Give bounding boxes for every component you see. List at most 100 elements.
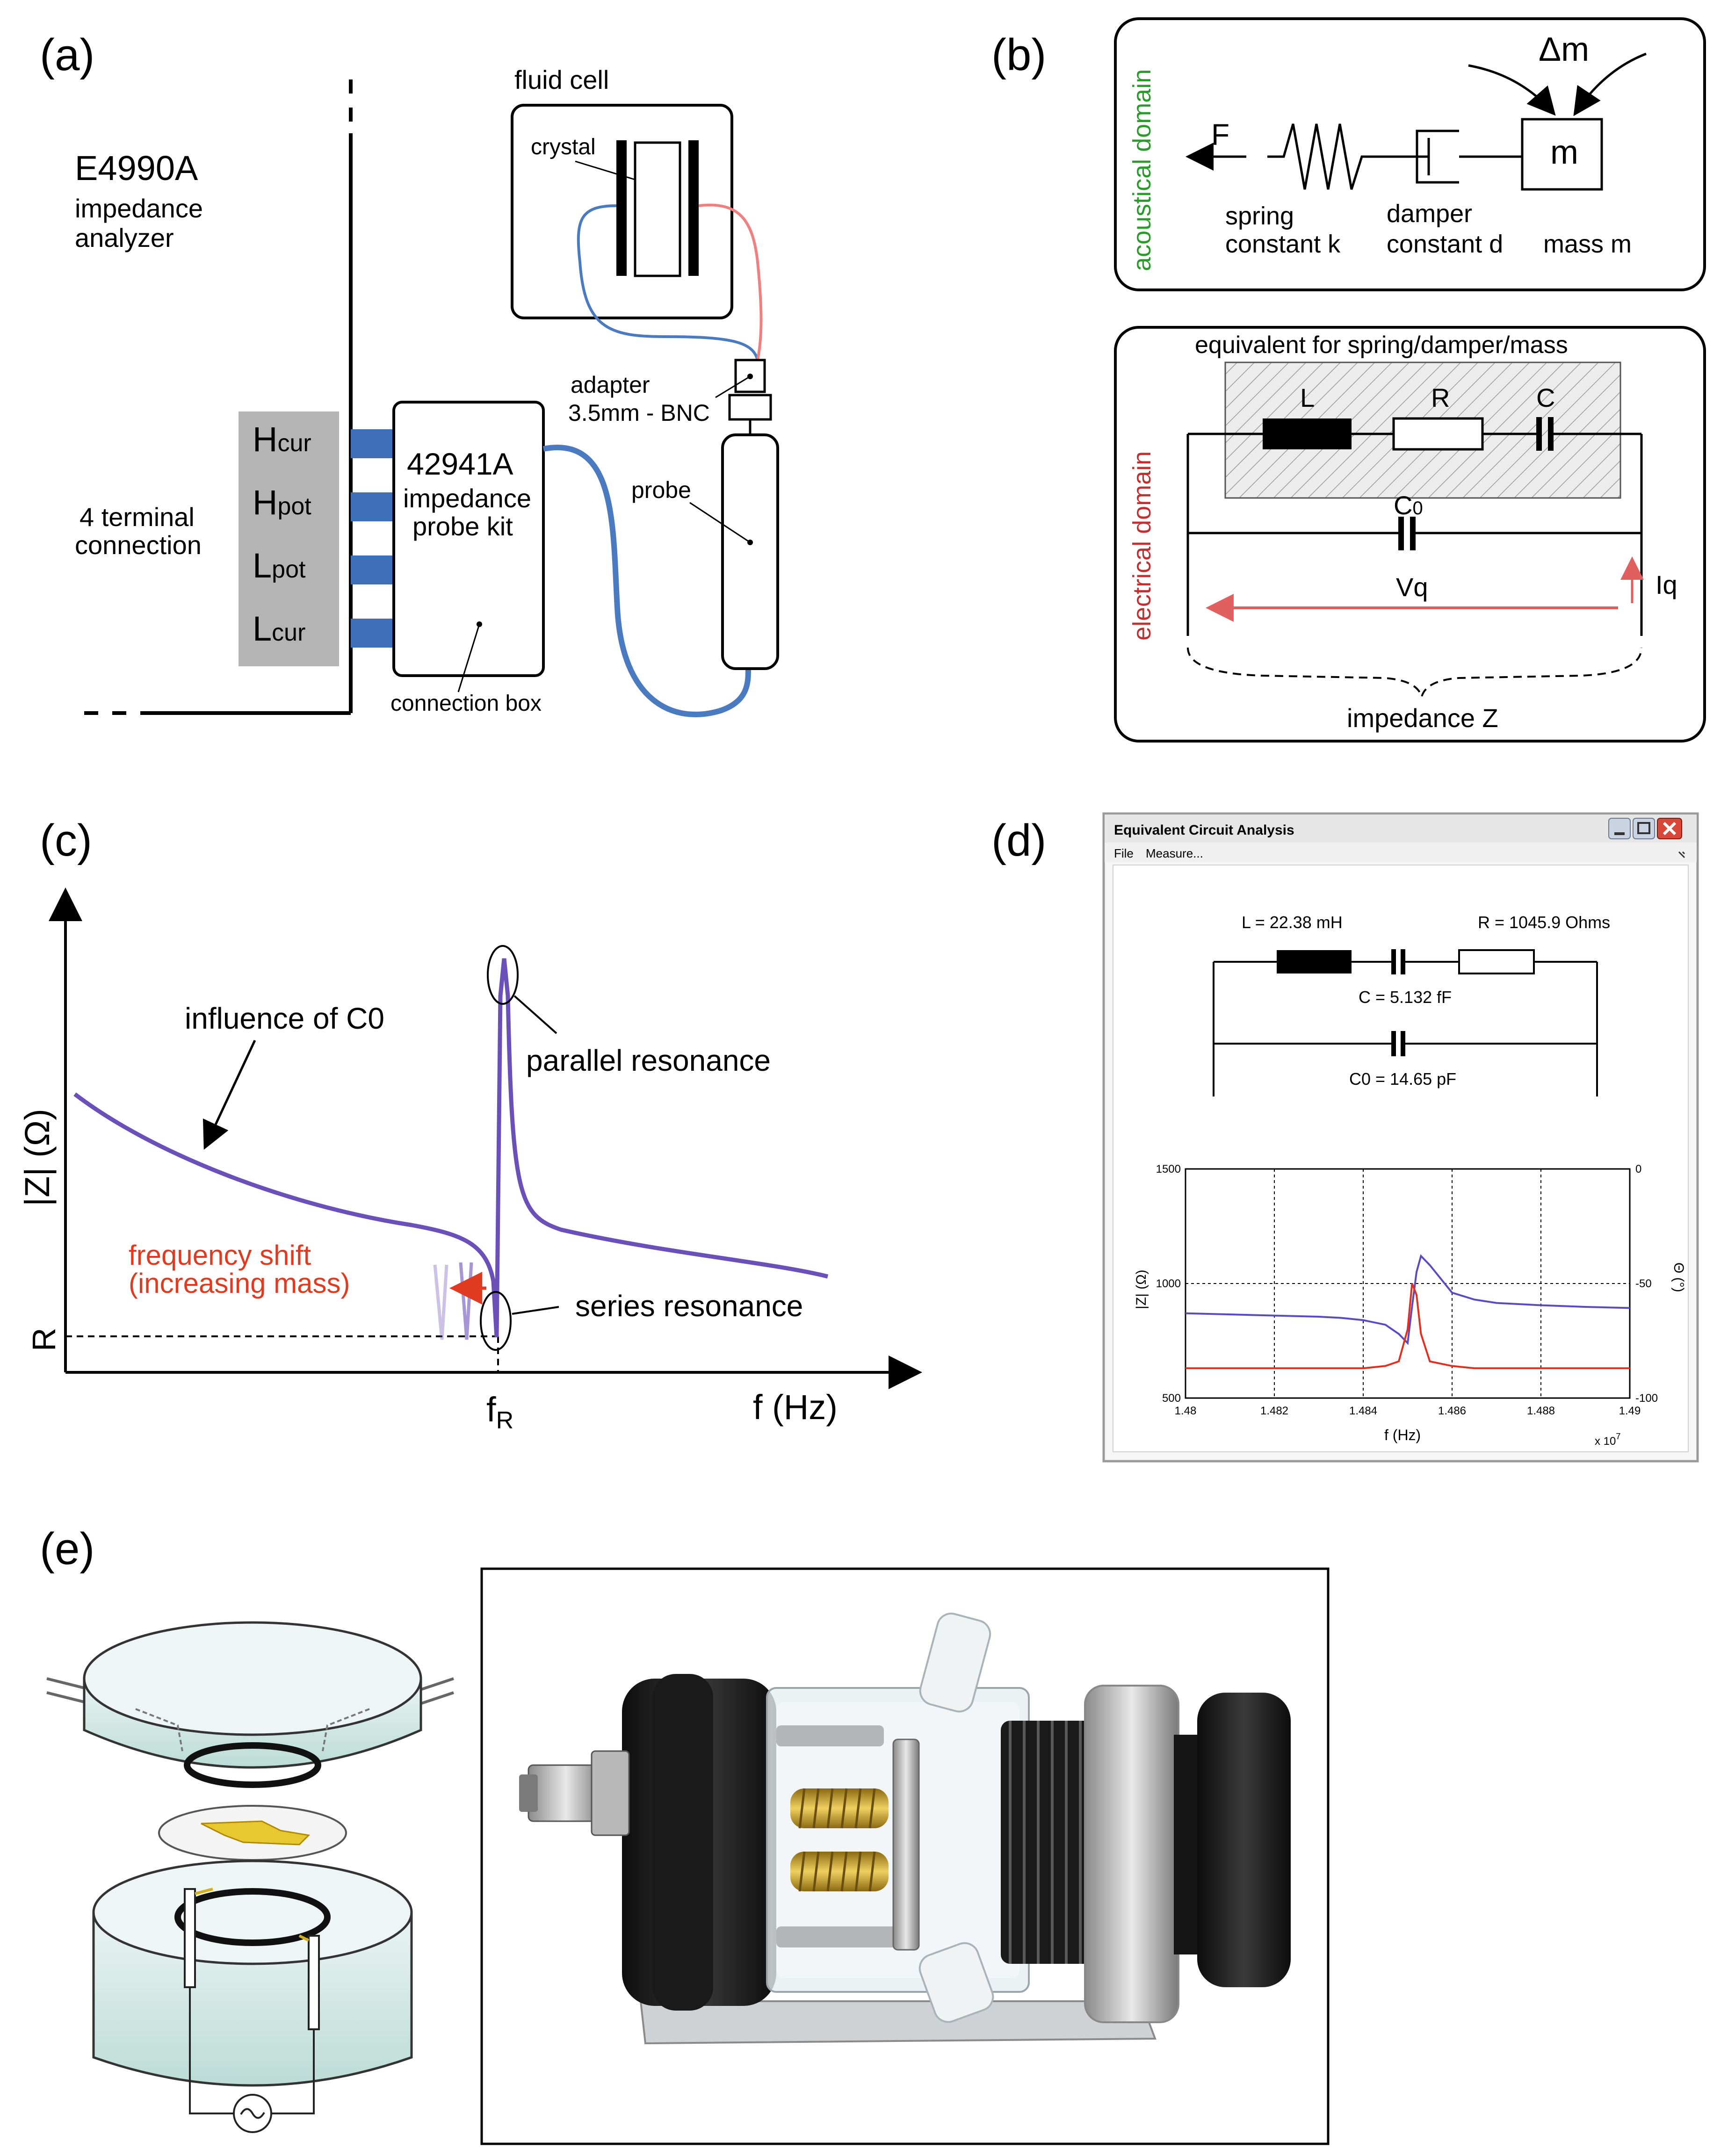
mass-label: mass m	[1543, 230, 1632, 258]
probe-cable	[542, 445, 751, 717]
e-upper-oring	[184, 1742, 321, 1788]
d-chart-exponent: x 107	[1595, 1432, 1620, 1448]
d-y2-tick: 0	[1635, 1163, 1641, 1175]
menu-measure[interactable]: Measure...	[1146, 846, 1203, 860]
impedance-label: impedance Z	[1347, 703, 1498, 733]
close-icon	[1663, 822, 1677, 836]
e-pin-right	[308, 1935, 320, 2030]
window-menubar	[1105, 843, 1697, 862]
minimize-icon	[1614, 832, 1625, 835]
inductor-L	[1263, 418, 1352, 449]
d-x-tick: 1.48	[1175, 1405, 1197, 1417]
d-chart-xlabel: f (Hz)	[1384, 1427, 1421, 1443]
panel-a: (a) E4990A impedance analyzer 4 terminal…	[40, 30, 779, 717]
photo-screw-top	[776, 1725, 884, 1746]
terminal-note-1: 4 terminal	[80, 502, 195, 532]
e-pin-contact-right	[298, 1934, 310, 1942]
resistor-R	[1392, 417, 1484, 451]
probe-kit-label-3: probe kit	[412, 512, 513, 541]
d-y-tick: 1000	[1156, 1277, 1181, 1290]
terminal-h-cur: Hcur	[253, 420, 311, 459]
d-x-tick: 1.482	[1260, 1405, 1288, 1417]
terminal-block	[239, 411, 339, 666]
photo-base-plate	[639, 2000, 1157, 2045]
terminal-strip-3	[351, 555, 394, 584]
menu-resize-icon	[1678, 851, 1685, 858]
terminal-note-2: connection	[75, 530, 202, 560]
capacitor-C0-right	[1410, 517, 1416, 550]
label-R: R	[1431, 383, 1450, 412]
crystal-body	[634, 141, 681, 277]
d-x-tick: 1.484	[1349, 1405, 1377, 1417]
c-shift-label-1: frequency shift	[129, 1240, 311, 1271]
label-Vq: Vq	[1396, 572, 1428, 602]
label-C0: C0	[1394, 490, 1423, 520]
crystal-label: crystal	[531, 135, 596, 159]
probe-kit-label-1: 42941A	[407, 447, 513, 481]
d-y2-tick: -50	[1635, 1277, 1652, 1290]
panel-d-tag: (d)	[991, 815, 1046, 865]
delta-m-arrow-right	[1573, 52, 1647, 116]
menu-file[interactable]: File	[1114, 846, 1134, 860]
probe-leader	[689, 502, 751, 543]
e-pin-contact-left	[195, 1888, 213, 1895]
d-chart-ylabel: |Z| (Ω)	[1134, 1269, 1149, 1309]
d-R-value: R = 1045.9 Ohms	[1478, 913, 1610, 932]
e-upper-top	[83, 1621, 422, 1736]
photo-right-cap	[1197, 1693, 1291, 1987]
c-influence-label: influence of C0	[185, 1002, 384, 1035]
e-wire-left	[189, 1987, 234, 2114]
e-lower-top	[92, 1860, 413, 1965]
force-label: F	[1211, 118, 1229, 151]
terminal-labels: Hcur Hpot Lpot Lcur	[253, 420, 311, 648]
terminal-l-pot: Lpot	[253, 546, 306, 585]
terminal-strip-4	[351, 619, 394, 648]
capacitor-C-right	[1548, 417, 1554, 451]
photo-screw-bottom	[776, 1926, 898, 1947]
impedance-brace	[1187, 647, 1642, 700]
damper-label-1: damper	[1387, 200, 1472, 228]
c-fr-label: fR	[486, 1390, 513, 1434]
photo-bnc-tip	[519, 1774, 538, 1812]
analyzer-desc-1: impedance	[75, 194, 203, 223]
c-parallel-leader	[513, 995, 557, 1034]
window-titlebar	[1105, 815, 1697, 843]
damper-label-2: constant d	[1387, 230, 1503, 258]
window-buttons	[1608, 818, 1682, 839]
probe-label: probe	[631, 477, 691, 503]
mass-box	[1521, 118, 1603, 191]
photo-tube-top	[919, 1612, 991, 1713]
panel-b: (b) acoustical domain F m Δm spring cons…	[991, 17, 1706, 743]
analyzer-name: E4990A	[75, 149, 198, 187]
photo-thread-lines	[1009, 1721, 1082, 1964]
c-parallel-ellipse	[487, 945, 519, 1005]
e-lower-oring	[174, 1888, 331, 1946]
terminal-strip-2	[351, 492, 394, 521]
spring-label-1: spring	[1225, 202, 1294, 230]
crystal-electrode-right	[688, 140, 699, 276]
photo-center-disk	[892, 1738, 920, 1951]
c-x-label: f (Hz)	[753, 1388, 838, 1427]
panel-b-tag: (b)	[991, 30, 1046, 80]
panel-e: (e)	[40, 1524, 1330, 2145]
delta-m-label: Δm	[1539, 31, 1589, 68]
probe-kit-label-2: impedance	[403, 483, 531, 513]
c-r-label: R	[26, 1327, 62, 1351]
crystal-wire-blue	[577, 204, 759, 361]
c-series-label: series resonance	[575, 1289, 803, 1323]
d-inductor	[1277, 950, 1352, 973]
d-y-tick: 1500	[1156, 1163, 1181, 1175]
e-photo	[519, 1612, 1291, 2045]
d-x-tick: 1.49	[1619, 1405, 1641, 1417]
d-y2-tick: -100	[1635, 1392, 1658, 1405]
adapter-bottom	[728, 394, 772, 421]
photo-tube-bottom	[918, 1942, 994, 2023]
c-series-leader	[512, 1306, 559, 1315]
maximize-button[interactable]	[1633, 818, 1655, 839]
delta-m-arrow-left	[1468, 64, 1556, 116]
minimize-button[interactable]	[1608, 818, 1631, 839]
spring-label-2: constant k	[1225, 230, 1341, 258]
capacitor-C-left	[1536, 417, 1542, 451]
d-series-impedance	[1185, 1254, 1630, 1345]
